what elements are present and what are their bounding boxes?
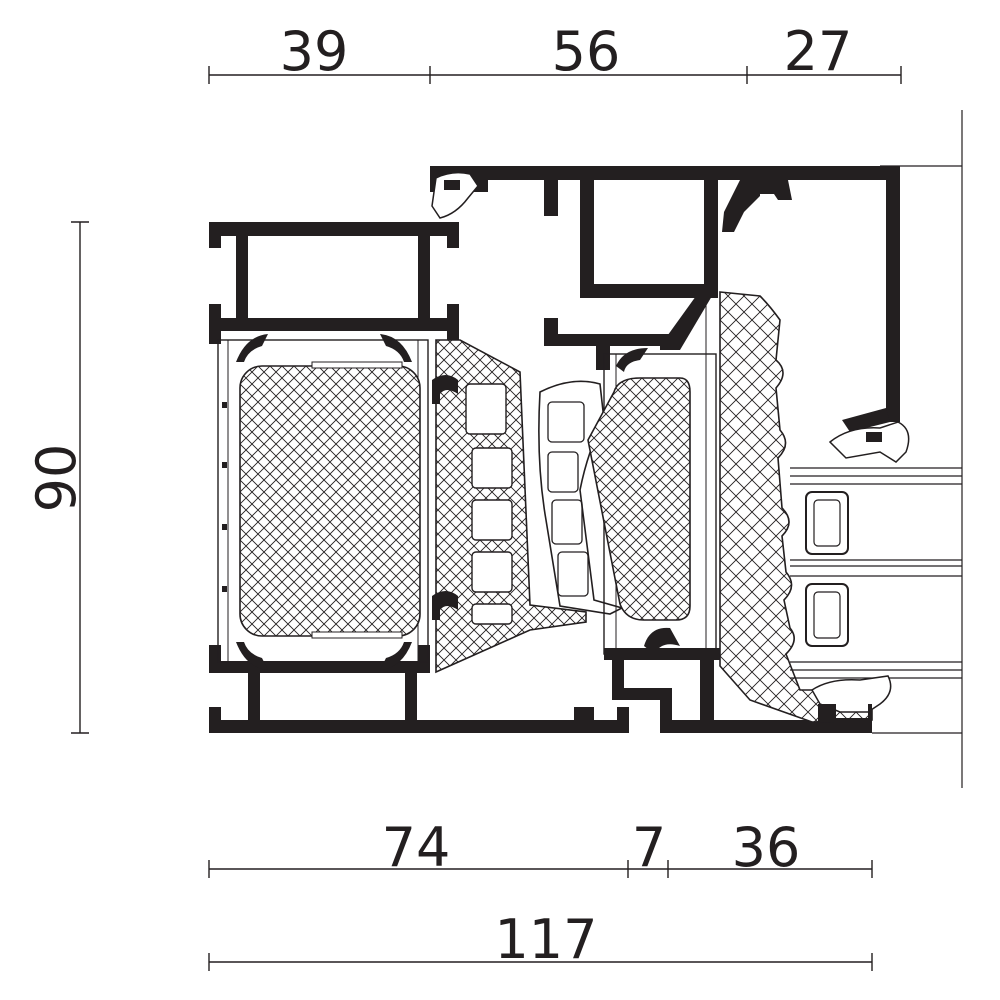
bottom-dimension-line bbox=[208, 860, 873, 878]
glass-unit bbox=[790, 467, 962, 679]
glazing-gasket-top bbox=[828, 421, 910, 463]
dim-bottom-74: 74 bbox=[382, 816, 451, 879]
sash-profile bbox=[430, 166, 900, 432]
dim-bottom-36: 36 bbox=[732, 816, 801, 879]
sash-chambers bbox=[587, 296, 717, 655]
top-gasket bbox=[431, 171, 479, 219]
dim-top-27: 27 bbox=[784, 20, 853, 83]
top-dimension-line bbox=[208, 66, 902, 84]
glazing-gasket-bottom bbox=[811, 675, 892, 722]
dim-top-56: 56 bbox=[552, 20, 621, 83]
dim-overall-117: 117 bbox=[494, 908, 597, 971]
glazing-wedge bbox=[719, 291, 873, 723]
left-dimension-line bbox=[71, 221, 89, 734]
center-gasket bbox=[538, 380, 625, 615]
dim-bottom-7: 7 bbox=[632, 816, 666, 879]
left-frame-profile bbox=[209, 222, 629, 733]
left-insulation-chamber bbox=[217, 334, 429, 670]
dim-top-39: 39 bbox=[280, 20, 349, 83]
overall-dimension-line bbox=[208, 953, 873, 971]
center-thermal-break-profile bbox=[432, 339, 587, 674]
dim-height-90: 90 bbox=[25, 444, 88, 513]
